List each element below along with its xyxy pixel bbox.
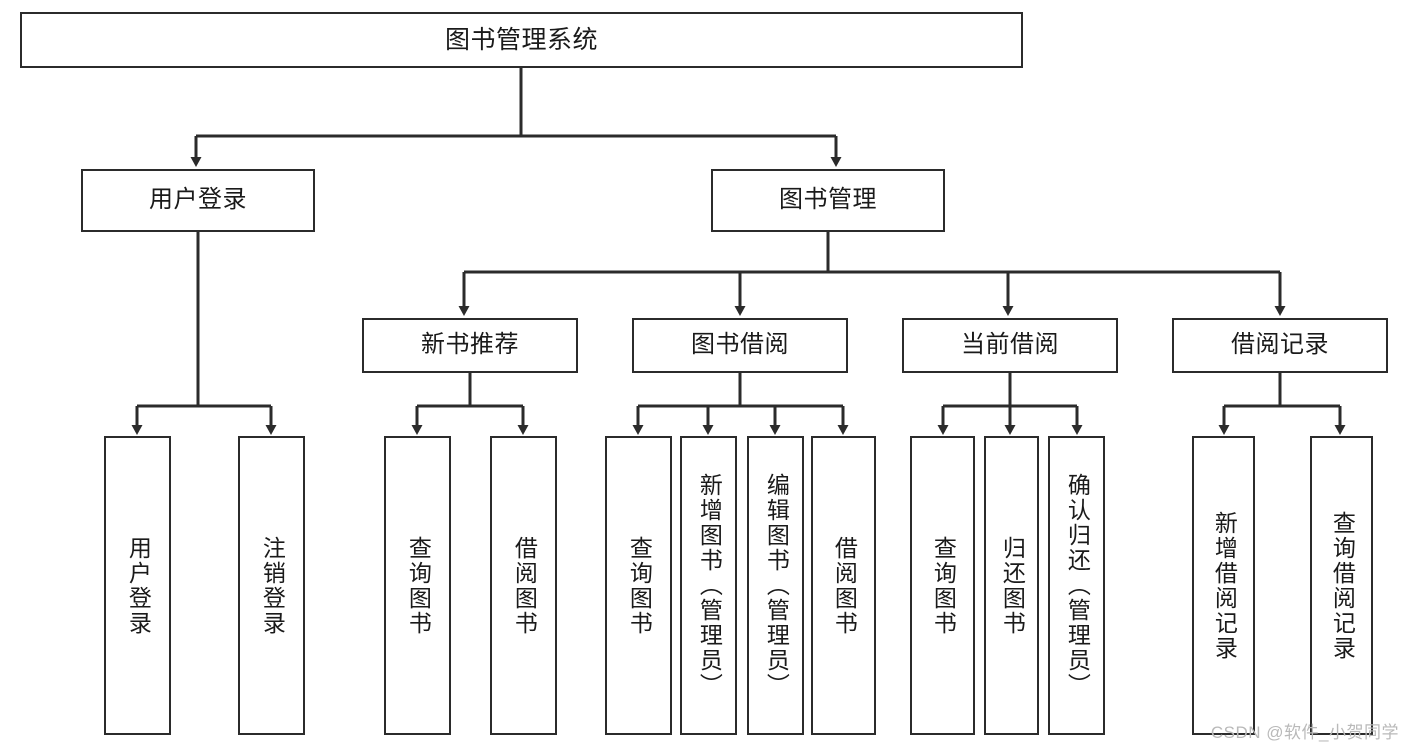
node-label: 图书借阅: [691, 331, 789, 359]
node-label: 新增借阅记录: [1211, 510, 1238, 661]
node-label: 用户登录: [125, 535, 152, 636]
leaf-add-borrow-record[interactable]: 新增借阅记录: [1192, 436, 1255, 735]
leaf-borrow-book[interactable]: 借阅图书: [811, 436, 876, 735]
node-new-book-recommend[interactable]: 新书推荐: [362, 318, 578, 373]
node-label: 图书管理系统: [444, 26, 598, 54]
node-label: 借阅图书: [831, 535, 858, 636]
node-book-management-system[interactable]: 图书管理系统: [20, 12, 1023, 68]
node-label: 新增图书（管理员）: [696, 473, 723, 698]
leaf-query-book-borrow[interactable]: 查询图书: [605, 436, 672, 735]
node-label: 当前借阅: [961, 331, 1059, 359]
leaf-user-login[interactable]: 用户登录: [104, 436, 171, 735]
leaf-query-book-recommend[interactable]: 查询图书: [384, 436, 451, 735]
node-label: 用户登录: [149, 186, 247, 214]
node-label: 查询图书: [626, 535, 653, 636]
node-user-login[interactable]: 用户登录: [81, 169, 315, 232]
node-label: 编辑图书（管理员）: [763, 473, 790, 698]
node-label: 图书管理: [779, 186, 877, 214]
node-current-borrow[interactable]: 当前借阅: [902, 318, 1118, 373]
leaf-borrow-book-recommend[interactable]: 借阅图书: [490, 436, 557, 735]
node-label: 查询借阅记录: [1329, 510, 1356, 661]
leaf-confirm-return-admin[interactable]: 确认归还（管理员）: [1048, 436, 1105, 735]
node-label: 借阅图书: [511, 535, 538, 636]
node-label: 借阅记录: [1231, 331, 1329, 359]
node-book-borrow[interactable]: 图书借阅: [632, 318, 848, 373]
leaf-query-book-current[interactable]: 查询图书: [910, 436, 975, 735]
leaf-query-borrow-record[interactable]: 查询借阅记录: [1310, 436, 1373, 735]
node-label: 新书推荐: [421, 331, 519, 359]
node-label: 查询图书: [405, 535, 432, 636]
leaf-add-book-admin[interactable]: 新增图书（管理员）: [680, 436, 737, 735]
leaf-logout[interactable]: 注销登录: [238, 436, 305, 735]
node-label: 注销登录: [259, 535, 286, 636]
node-label: 查询图书: [930, 535, 957, 636]
node-borrow-record[interactable]: 借阅记录: [1172, 318, 1388, 373]
node-book-management[interactable]: 图书管理: [711, 169, 945, 232]
node-label: 确认归还（管理员）: [1064, 473, 1091, 698]
node-label: 归还图书: [999, 535, 1026, 636]
leaf-return-book[interactable]: 归还图书: [984, 436, 1039, 735]
leaf-edit-book-admin[interactable]: 编辑图书（管理员）: [747, 436, 804, 735]
